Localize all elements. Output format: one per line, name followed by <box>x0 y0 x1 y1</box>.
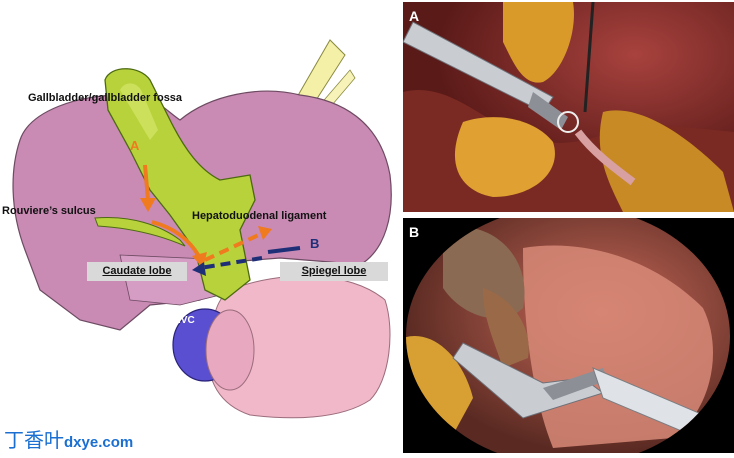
arrow-b-dashed <box>199 256 263 270</box>
photo-a-drawing <box>403 2 734 212</box>
watermark: 丁香叶dxye.com <box>4 424 133 453</box>
arrow-a-curve <box>151 220 202 259</box>
arrow-a-upper-head <box>140 198 156 212</box>
surgical-photo-a: A <box>403 2 734 212</box>
watermark-domain: dxye.com <box>64 434 134 451</box>
instrument-shaft-a <box>403 21 554 113</box>
instrument-b-tip <box>543 368 608 400</box>
ivc-overlap <box>205 309 255 391</box>
gallbladder-highlight <box>120 83 158 140</box>
fat-yellow-right <box>599 110 734 212</box>
watermark-cjk: 丁香叶 <box>4 430 64 452</box>
arrow-a-dashed-head <box>258 226 272 240</box>
gallbladder-label: Gallbladder/gallbladder fossa <box>28 92 183 104</box>
cystic-duct <box>574 129 636 186</box>
hepatoduodenal-label: Hepatoduodenal ligament <box>192 210 327 222</box>
fat-yellow-top <box>503 2 574 83</box>
arrow-b-solid <box>267 246 301 254</box>
ivc-label: IVC <box>178 315 195 326</box>
spiegel-label: Spiegel lobe <box>280 262 388 281</box>
rouviere-label: Rouviere’s sulcus <box>2 205 96 217</box>
arrow-b-head <box>192 262 206 276</box>
photo-b-drawing <box>403 218 734 453</box>
rouviere-sulcus <box>94 216 186 247</box>
gauze-top <box>443 226 525 319</box>
arrow-a-upper <box>143 164 150 201</box>
anatomy-drawing <box>12 39 392 419</box>
fat-yellow-mid <box>454 117 555 197</box>
arrow-a-label: A <box>130 138 140 153</box>
photo-b-letter: B <box>409 224 420 240</box>
clip-applier <box>583 2 595 113</box>
hemostat-ball <box>483 288 529 368</box>
clip-ring <box>557 111 579 133</box>
arrow-a-dashed <box>204 230 266 262</box>
anatomy-illustration: Gallbladder/gallbladder fossa Rouviere’s… <box>2 39 392 453</box>
photo-a-letter: A <box>409 8 420 24</box>
surgical-photo-b: B <box>403 218 734 453</box>
caudate-label: Caudate lobe <box>87 262 187 281</box>
arrow-b-label: B <box>310 236 320 251</box>
